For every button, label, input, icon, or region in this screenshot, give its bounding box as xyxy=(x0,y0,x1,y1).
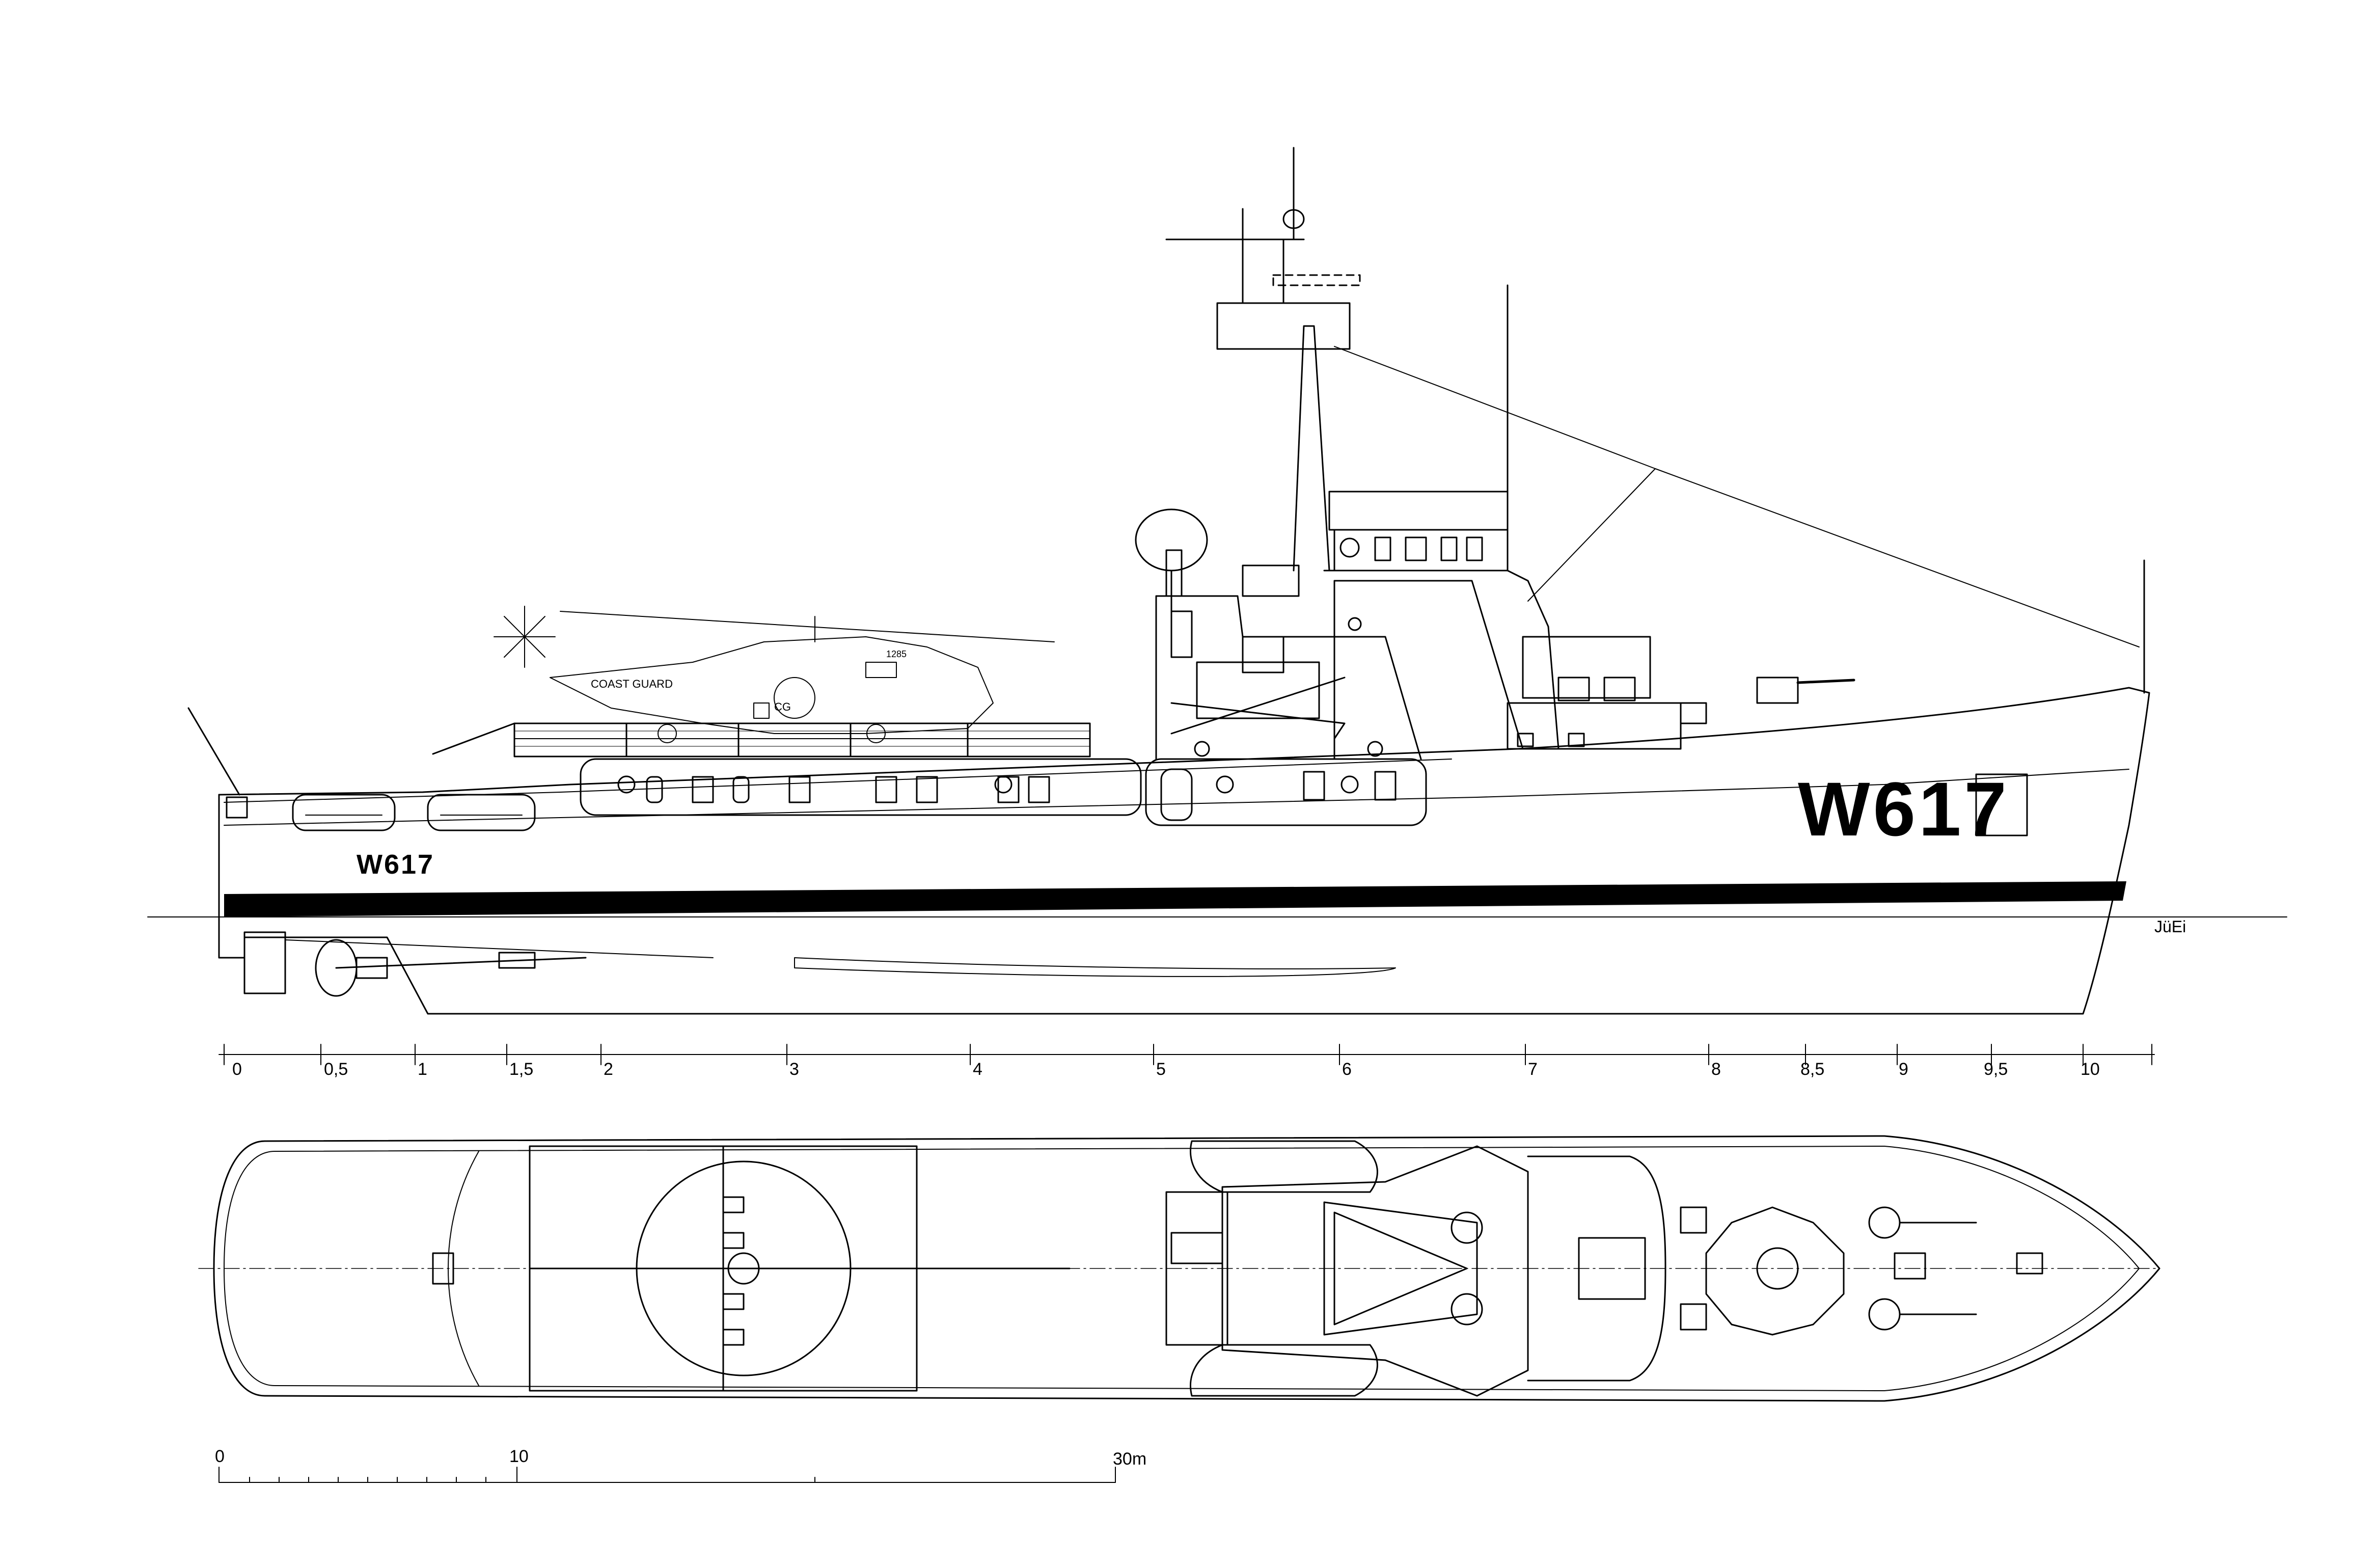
station-label: 9 xyxy=(1899,1060,1908,1079)
anchor-gear xyxy=(1868,1206,2043,1331)
tail-rotor xyxy=(494,606,556,668)
helicopter-code: 1285 xyxy=(886,649,907,659)
scale-label: 30m xyxy=(1113,1449,1146,1469)
plan-view xyxy=(198,1135,2160,1402)
hull-number-stern: W617 xyxy=(357,849,434,880)
main-mast xyxy=(1135,147,2145,694)
station-label: 10 xyxy=(2081,1060,2100,1079)
station-label: 3 xyxy=(789,1060,799,1079)
station-labels: 0 0,5 1 1,5 2 3 4 5 6 7 8 8,5 9 9,5 10 xyxy=(232,1060,2100,1079)
station-label: 1 xyxy=(418,1060,427,1079)
bridge-superstructure xyxy=(1155,491,1682,760)
helideck-plan xyxy=(432,1145,1071,1392)
station-label: 0,5 xyxy=(324,1060,348,1079)
boot-topping-stripe xyxy=(224,881,2126,917)
helideck-rail xyxy=(432,722,1091,758)
metric-scale-bar xyxy=(218,1467,1116,1483)
hull-outline xyxy=(218,687,2150,1015)
station-label: 6 xyxy=(1342,1060,1352,1079)
side-elevation xyxy=(147,147,2287,1015)
deck-gun xyxy=(1680,677,1855,724)
stern-windows xyxy=(218,794,536,831)
station-label: 8 xyxy=(1711,1060,1721,1079)
helicopter-tail-text: CG xyxy=(774,700,791,713)
station-label: 0 xyxy=(232,1060,242,1079)
station-label: 4 xyxy=(973,1060,982,1079)
station-label: 9,5 xyxy=(1984,1060,2008,1079)
helicopter xyxy=(494,606,1055,743)
station-label: 5 xyxy=(1156,1060,1166,1079)
rudder xyxy=(243,931,286,994)
station-scale xyxy=(218,1044,2155,1065)
propeller xyxy=(315,939,587,997)
stern-whip-antenna xyxy=(187,707,240,796)
radar-dome xyxy=(1135,508,1208,572)
deckhouse xyxy=(580,758,1427,826)
scale-label: 0 xyxy=(215,1447,225,1466)
station-label: 1,5 xyxy=(509,1060,533,1079)
station-label: 8,5 xyxy=(1800,1060,1824,1079)
lifeboat-starboard xyxy=(1190,1344,1378,1397)
station-label: 2 xyxy=(604,1060,613,1079)
coast-guard-emblem xyxy=(1975,773,2028,836)
hull-number-bow: W617 xyxy=(1798,766,2010,852)
lifeboat-port xyxy=(1190,1140,1378,1193)
forward-gun-plan xyxy=(1705,1206,1845,1336)
scale-label: 10 xyxy=(509,1447,529,1466)
deck-outline xyxy=(213,1135,2160,1402)
bilge-keel xyxy=(794,957,1396,977)
bridge-plan xyxy=(1165,1145,1666,1397)
helicopter-text: COAST GUARD xyxy=(591,678,673,690)
station-label: 7 xyxy=(1528,1060,1538,1079)
scale-bar-labels: 0 10 30m xyxy=(215,1447,1146,1469)
drafter-signature: JüEi xyxy=(2154,917,2186,936)
